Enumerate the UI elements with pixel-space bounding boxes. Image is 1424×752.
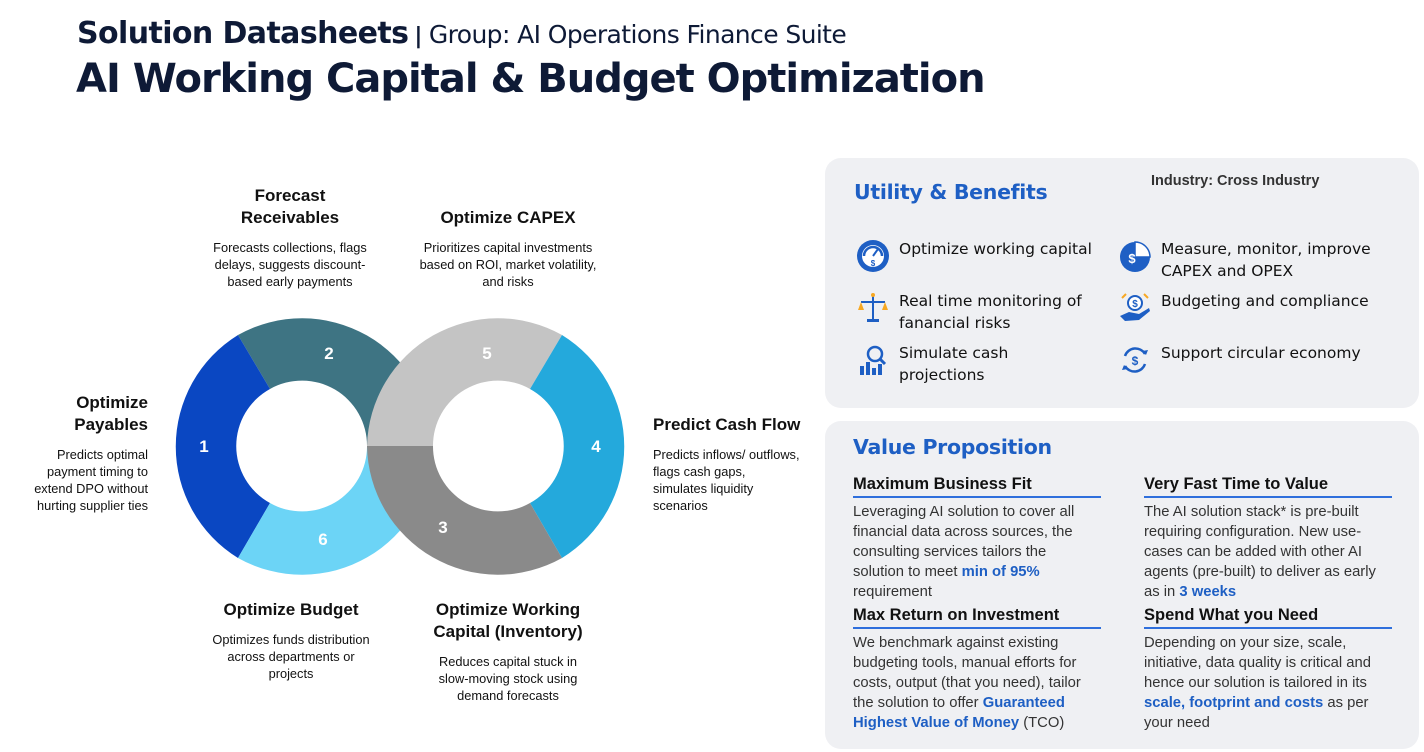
benefit-item: Simulate cash projections [855, 342, 1095, 386]
vp-text: Depending on your size, scale, initiativ… [1144, 635, 1371, 691]
benefit-item: $ Optimize working capital [855, 238, 1095, 274]
benefit-label: Budgeting and compliance [1161, 292, 1369, 310]
benefit-label: Simulate cash projections [899, 344, 1009, 384]
stage-1-label: Optimize Payables Predicts optimal payme… [20, 392, 148, 514]
header-separator: | [414, 24, 423, 49]
stage-3-title: Optimize Working Capital (Inventory) [433, 600, 583, 641]
stage-2-label: Forecast Receivables Forecasts collectio… [200, 185, 380, 290]
vp-body: Leveraging AI solution to cover all fina… [853, 502, 1101, 602]
stage-3-description: Reduces capital stuck in slow-moving sto… [438, 654, 578, 703]
segment-1-number: 1 [199, 437, 208, 456]
page-title: AI Working Capital & Budget Optimization [76, 56, 986, 102]
stage-1-description: Predicts optimal payment timing to exten… [34, 447, 148, 513]
benefit-item: $ Support circular economy [1117, 342, 1397, 378]
gauge-dollar-icon: $ [857, 240, 889, 272]
vp-block-business-fit: Maximum Business Fit Leveraging AI solut… [853, 475, 1101, 602]
vp-block-return-on-investment: Max Return on Investment We benchmark ag… [853, 606, 1101, 733]
value-proposition-heading: Value Proposition [853, 435, 1052, 459]
benefit-label: Real time monitoring of fanancial risks [899, 292, 1082, 332]
stage-4-description: Predicts inflows/ outflows, flags cash g… [653, 447, 800, 513]
benefit-label: Support circular economy [1161, 344, 1361, 362]
stage-6-label: Optimize Budget Optimizes funds distribu… [200, 599, 382, 682]
vp-body: The AI solution stack* is pre-built requ… [1144, 502, 1392, 602]
segment-3 [367, 446, 562, 575]
stage-5-description: Prioritizes capital investments based on… [419, 240, 597, 289]
benefit-item: $ Budgeting and compliance [1117, 290, 1397, 326]
vp-highlight: Guaranteed Highest Value of Money [853, 695, 1065, 731]
stage-6-description: Optimizes funds distribution across depa… [212, 632, 370, 681]
vp-highlight: min of 95% [961, 564, 1040, 580]
value-proposition-panel: Value Proposition Maximum Business Fit L… [825, 421, 1419, 749]
vp-text-after: as per your need [1144, 695, 1369, 731]
industry-label: Industry: Cross Industry [1151, 173, 1320, 189]
svg-text:$: $ [1132, 354, 1139, 368]
segment-2-number: 2 [324, 344, 333, 363]
brand-label: Solution Datasheets [77, 16, 409, 51]
stage-2-title: Forecast Receivables [240, 186, 340, 227]
svg-text:$: $ [871, 259, 876, 268]
vp-text-after: requirement [853, 584, 932, 600]
benefits-heading: Utility & Benefits [854, 180, 1048, 204]
stage-4-label: Predict Cash Flow Predicts inflows/ outf… [653, 414, 803, 514]
chart-magnifier-icon [860, 345, 887, 375]
utility-benefits-panel: Utility & Benefits Industry: Cross Indus… [825, 158, 1419, 408]
segment-1 [175, 335, 270, 558]
hand-coins-icon: $ [1120, 293, 1150, 321]
benefit-label: Measure, monitor, improve CAPEX and OPEX [1161, 240, 1371, 280]
vp-highlight: scale, footprint and costs [1144, 695, 1324, 711]
vp-text: We benchmark against existing budgeting … [853, 635, 1081, 711]
segment-4-number: 4 [591, 437, 601, 456]
stage-1-title: Optimize Payables [74, 393, 148, 434]
benefit-item: $ Measure, monitor, improve CAPEX and OP… [1117, 238, 1397, 282]
circular-arrows-dollar-icon: $ [1122, 347, 1148, 373]
segment-5 [367, 318, 562, 446]
segment-3-number: 3 [438, 518, 447, 537]
vp-title: Maximum Business Fit [853, 475, 1101, 498]
vp-text: The AI solution stack* is pre-built requ… [1144, 504, 1376, 600]
svg-text:$: $ [1132, 299, 1138, 310]
vp-text: Leveraging AI solution to cover all fina… [853, 504, 1075, 580]
stage-6-title: Optimize Budget [223, 600, 359, 619]
vp-title: Very Fast Time to Value [1144, 475, 1392, 498]
balance-scale-icon [858, 293, 888, 322]
vp-body: We benchmark against existing budgeting … [853, 633, 1101, 733]
segment-5-number: 5 [482, 344, 491, 363]
stage-5-label: Optimize CAPEX Prioritizes capital inves… [418, 207, 598, 290]
vp-text-after: (TCO) [1019, 715, 1065, 731]
vp-highlight: 3 weeks [1179, 584, 1237, 600]
page-header: Solution Datasheets| Group: AI Operation… [77, 16, 847, 51]
vp-block-spend-what-you-need: Spend What you Need Depending on your si… [1144, 606, 1392, 733]
stage-2-description: Forecasts collections, flags delays, sug… [213, 240, 367, 289]
segment-6-number: 6 [318, 530, 327, 549]
vp-body: Depending on your size, scale, initiativ… [1144, 633, 1392, 733]
group-label: Group: AI Operations Finance Suite [428, 20, 847, 49]
stage-3-label: Optimize Working Capital (Inventory) Red… [415, 599, 601, 704]
vp-title: Spend What you Need [1144, 606, 1392, 629]
vp-title: Max Return on Investment [853, 606, 1101, 629]
process-wheel: 1 2 3 4 5 6 [175, 318, 625, 575]
stage-4-title: Predict Cash Flow [653, 415, 801, 434]
svg-text:$: $ [1128, 251, 1136, 266]
benefit-label: Optimize working capital [899, 240, 1092, 258]
segment-4 [530, 335, 625, 558]
pie-dollar-icon: $ [1120, 241, 1151, 272]
stage-5-title: Optimize CAPEX [440, 208, 576, 227]
vp-block-time-to-value: Very Fast Time to Value The AI solution … [1144, 475, 1392, 602]
benefit-item: Real time monitoring of fanancial risks [855, 290, 1115, 334]
